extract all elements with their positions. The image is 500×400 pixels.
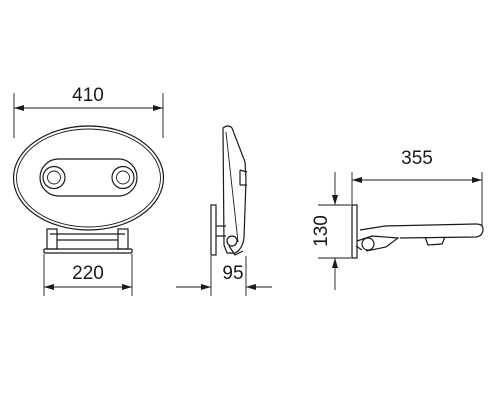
dimension-95: 95 — [176, 256, 272, 296]
left-grip-icon — [42, 165, 66, 190]
dimension-label-130: 130 — [311, 215, 332, 247]
dimension-130: 130 — [311, 172, 351, 290]
dimension-label-410: 410 — [72, 85, 104, 106]
dimension-410: 410 — [13, 85, 164, 138]
seat-front — [12, 125, 165, 231]
dimension-label-355: 355 — [401, 148, 433, 169]
wall-bracket-front — [43, 228, 133, 254]
dimension-label-220: 220 — [72, 263, 104, 284]
dimension-220: 220 — [43, 254, 133, 296]
dimension-355: 355 — [351, 148, 483, 226]
dimension-label-95: 95 — [222, 263, 243, 284]
handle-opening — [39, 158, 138, 197]
front-view: 410 — [12, 85, 165, 296]
right-grip-icon — [111, 165, 135, 190]
side-view-folded: 95 — [176, 125, 272, 296]
side-view-open: 355 130 — [311, 148, 484, 290]
